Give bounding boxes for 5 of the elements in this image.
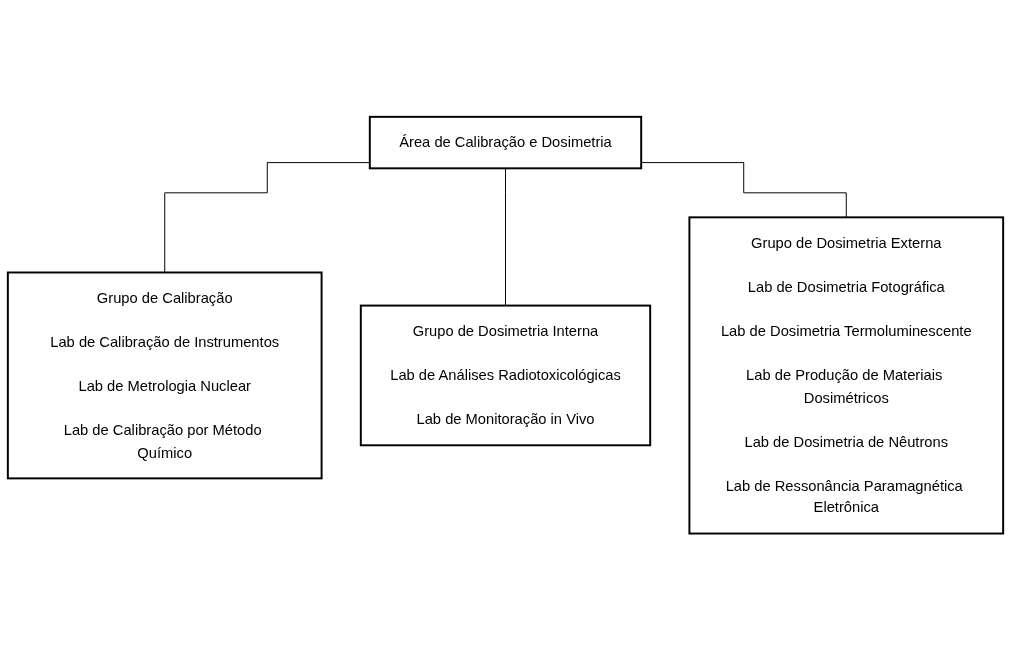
- node-box: Grupo de Calibração Lab de Calibração de Instrumentos Lab de Metrologia Nuclear Lab de Calibração por Método Químico: [6, 271, 323, 480]
- node-box: Grupo de Dosimetria Externa Lab de Dosimetria Fotográfica Lab de Dosimetria Termoluminescente Lab de Produção de Materiais Dosimétricos Lab de Dosimetria de Nêutrons Lab de Ressonância Paramagnética Eletrônica: [688, 216, 1005, 535]
- node-box: Grupo de Dosimetria Interna Lab de Análises Radiotoxicológicas Lab de Monitoração in Vivo: [359, 304, 652, 447]
- node-box: Área de Calibração e Dosimetria: [368, 115, 643, 170]
- connector: [505, 167, 506, 306]
